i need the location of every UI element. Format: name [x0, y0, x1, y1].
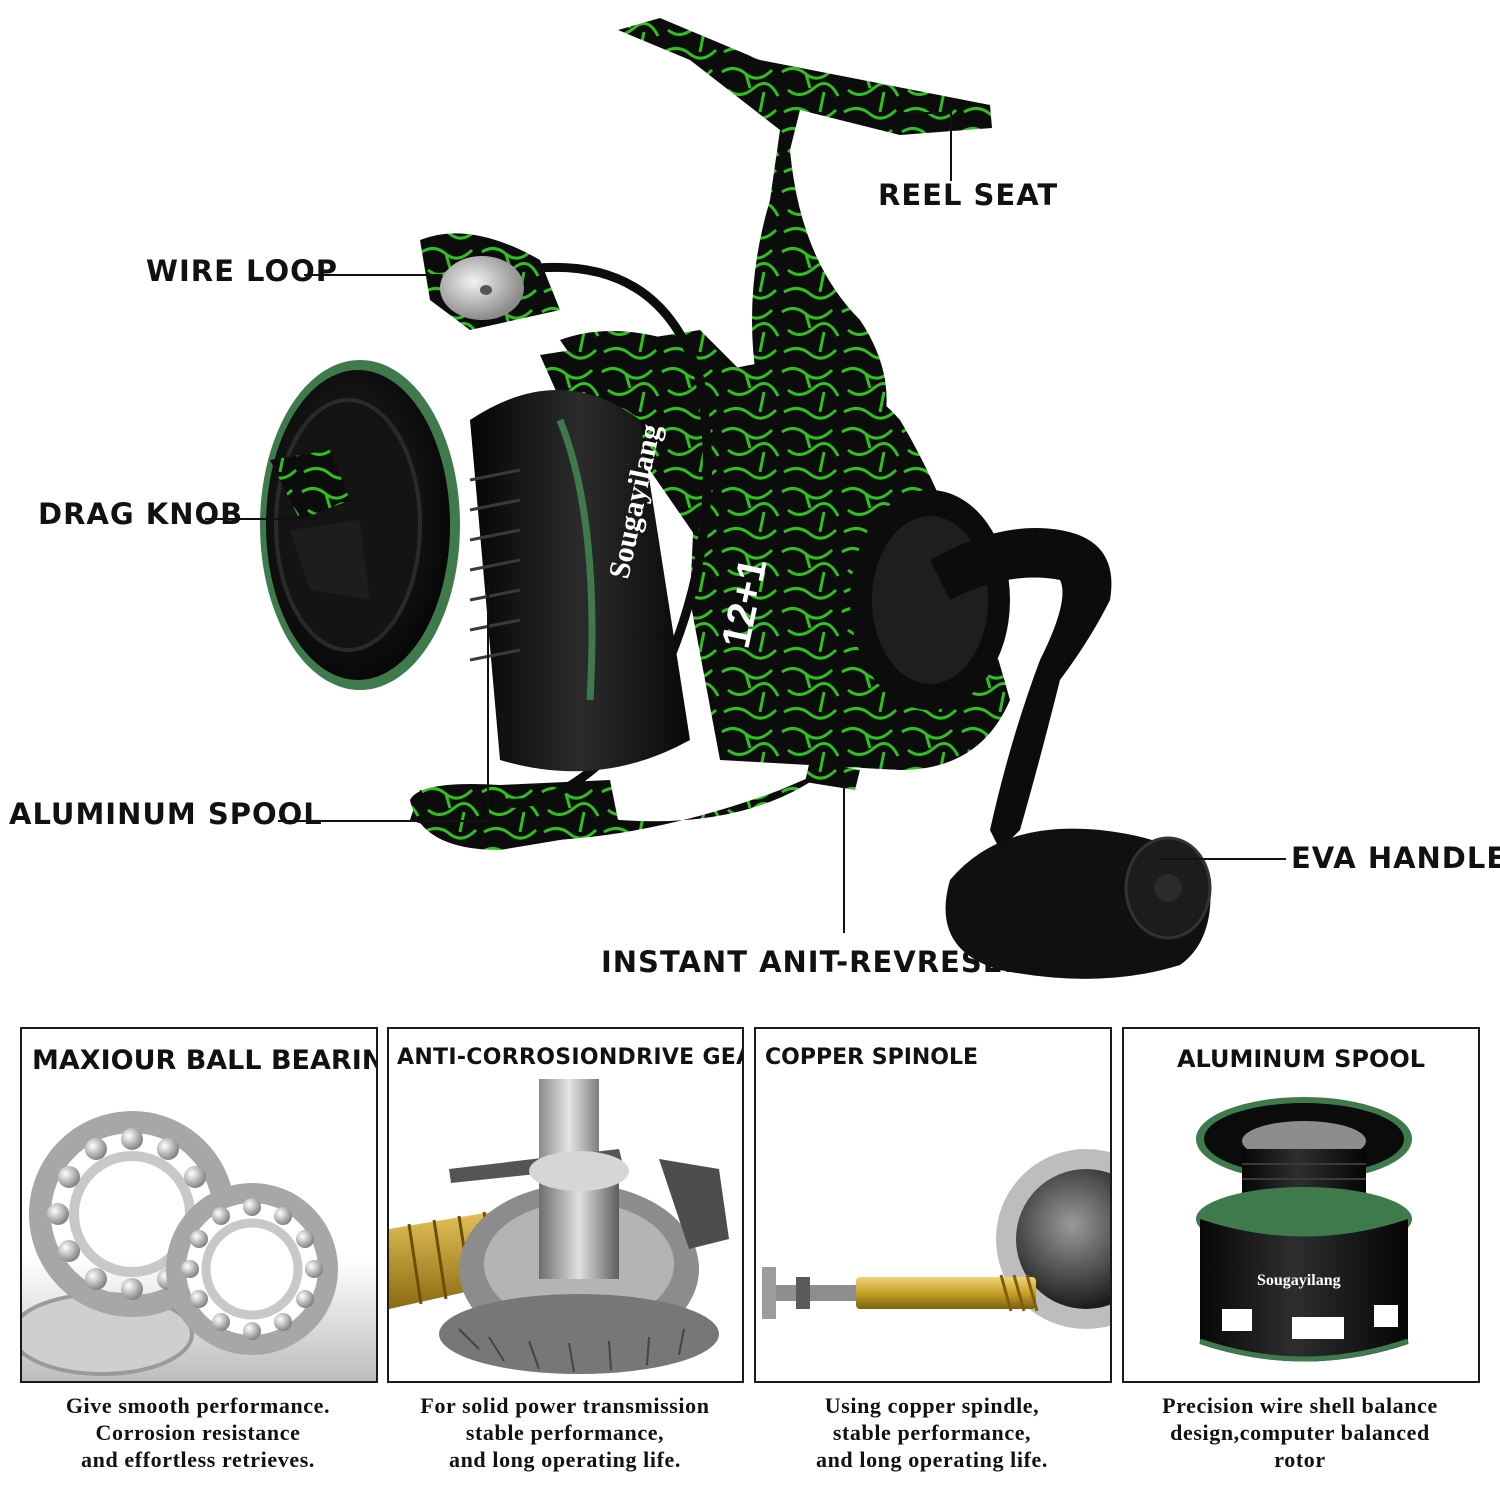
handle: [930, 528, 1212, 979]
callout-wire-loop: WIRE LOOP: [146, 254, 339, 288]
reel-illustration: Sougayilang 12+1: [260, 18, 1212, 979]
caption-line: design,computer balanced: [1170, 1420, 1430, 1445]
caption-line: and effortless retrieves.: [81, 1447, 315, 1472]
bearings-image: [22, 1111, 376, 1381]
leader-anti-reverse: [843, 785, 845, 933]
bail-wire: [488, 262, 712, 808]
bearing-small: [166, 1183, 338, 1355]
caption-line: Corrosion resistance: [95, 1420, 301, 1445]
line-roller: [420, 233, 560, 330]
callout-drag-knob: DRAG KNOB: [38, 497, 244, 531]
caption-line: For solid power transmission: [420, 1393, 710, 1418]
callout-anti-reverse: INSTANT ANIT-REVRESE.: [601, 945, 1016, 979]
reel-seat-foot: [618, 18, 992, 470]
feature-title-drive-gear: ANTI-CORROSIONDRIVE GEAR: [397, 1045, 744, 1070]
caption-line: Give smooth performance.: [65, 1393, 331, 1418]
feature-title-bearings: MAXIOUR BALL BEARINGS: [32, 1045, 376, 1076]
feature-caption-spindle: Using copper spindle, stable performance…: [752, 1392, 1112, 1473]
feature-caption-bearings: Give smooth performance. Corrosion resis…: [18, 1392, 378, 1473]
caption-line: and long operating life.: [449, 1447, 681, 1472]
spool-image: Sougayilang: [1196, 1097, 1412, 1362]
spool-face: [260, 360, 460, 690]
leader-reel-seat-vertical: [950, 113, 952, 181]
caption-line: stable performance,: [832, 1420, 1032, 1445]
feature-box-drive-gear: ANTI-CORROSIONDRIVE GEAR: [387, 1027, 744, 1383]
anti-reverse-switch: [805, 760, 860, 790]
caption-line: Using copper spindle,: [824, 1393, 1040, 1418]
feature-title-spindle: COPPER SPINOLE: [765, 1045, 979, 1070]
callout-eva-handle: EVA HANDLE: [1291, 841, 1500, 875]
feature-caption-drive-gear: For solid power transmission stable perf…: [385, 1392, 745, 1473]
feature-title-spool: ALUMINUM SPOOL: [1176, 1045, 1426, 1073]
leader-wire-loop: [304, 274, 442, 276]
caption-line: and long operating life.: [816, 1447, 1048, 1472]
spindle-image: [762, 1149, 1110, 1329]
callout-reel-seat: REEL SEAT: [878, 178, 1059, 212]
drive-gear-image: [389, 1079, 729, 1374]
feature-box-spool: ALUMINUM SPOOL Sougayilang: [1122, 1027, 1480, 1383]
leader-eva-handle: [1160, 858, 1286, 860]
spool-image-brand: Sougayilang: [1257, 1272, 1341, 1289]
feature-box-spindle: COPPER SPINOLE: [754, 1027, 1112, 1383]
caption-line: stable performance,: [465, 1420, 665, 1445]
leader-reel-seat-horizontal: [900, 112, 952, 114]
leader-aluminum-spool-horizontal: [278, 820, 488, 822]
feature-box-bearings: MAXIOUR BALL BEARINGS: [20, 1027, 378, 1383]
caption-line: rotor: [1274, 1447, 1326, 1472]
feature-caption-spool: Precision wire shell balance design,comp…: [1120, 1392, 1480, 1473]
caption-line: Precision wire shell balance: [1162, 1393, 1438, 1418]
callout-aluminum-spool: ALUMINUM SPOOL: [9, 797, 323, 831]
leader-aluminum-spool-vertical: [487, 585, 489, 821]
leader-drag-knob: [205, 518, 317, 520]
